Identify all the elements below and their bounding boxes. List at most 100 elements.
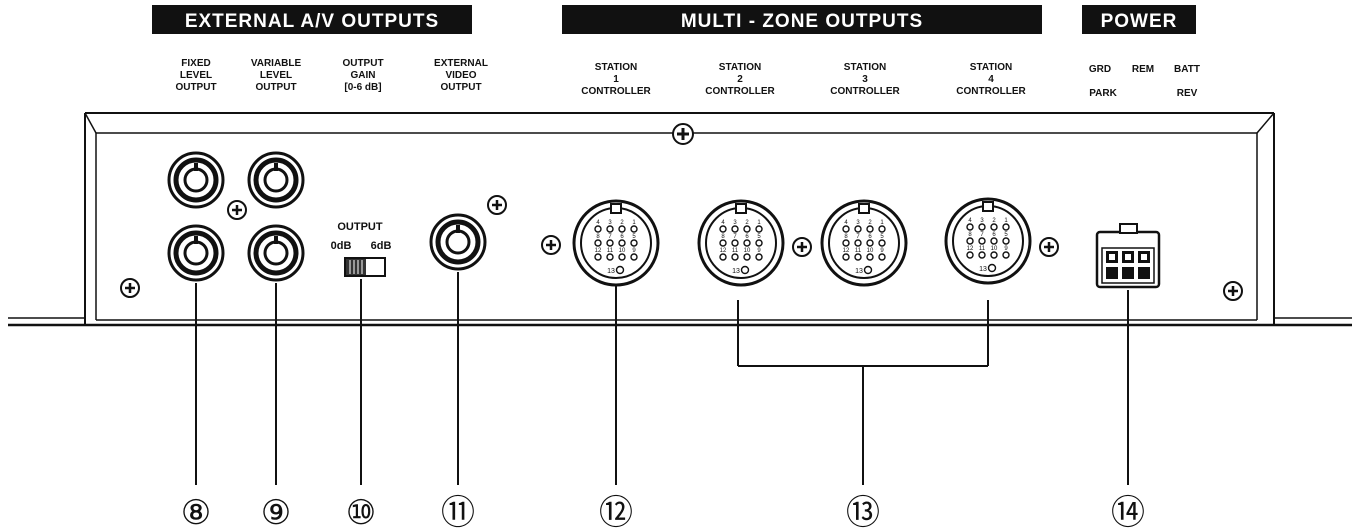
svg-text:CONTROLLER: CONTROLLER xyxy=(581,86,651,97)
din-pin-label: 1 xyxy=(1004,218,1008,224)
din-pin-label: 11 xyxy=(607,248,614,254)
din-pin-label: 1 xyxy=(632,220,636,226)
din-pin-label: 8 xyxy=(968,232,972,238)
din-pin-label: 12 xyxy=(595,248,602,254)
din-pin xyxy=(966,251,974,259)
header-external-av-text: EXTERNAL A/V OUTPUTS xyxy=(185,11,439,32)
din-pin xyxy=(594,253,602,261)
screw-icon xyxy=(541,235,561,255)
svg-text:FIXED: FIXED xyxy=(181,58,210,69)
leader-lines xyxy=(195,272,1129,485)
din-pin xyxy=(878,225,886,233)
din-pin xyxy=(719,253,727,261)
rca-jack-fixed-top[interactable] xyxy=(167,151,225,209)
din-pin-label: 9 xyxy=(757,248,761,254)
svg-text:3: 3 xyxy=(862,74,868,85)
din-pin-label: 10 xyxy=(991,246,998,252)
din-pin-label: 7 xyxy=(733,234,737,240)
callout-12: ⑫ xyxy=(599,493,633,531)
din-pin xyxy=(978,237,986,245)
screw-icon xyxy=(672,123,694,145)
din-pin xyxy=(990,223,998,231)
din-pin-13-label: 13 xyxy=(979,266,987,273)
din-pin xyxy=(731,239,739,247)
din-pin-label: 8 xyxy=(596,234,600,240)
svg-text:[0-6 dB]: [0-6 dB] xyxy=(344,82,381,93)
din-pin xyxy=(606,253,614,261)
din-pin xyxy=(854,239,862,247)
svg-text:4: 4 xyxy=(988,74,994,85)
header-multi-zone: MULTI - ZONE OUTPUTS xyxy=(562,5,1042,34)
din-pin xyxy=(854,225,862,233)
svg-text:OUTPUT: OUTPUT xyxy=(440,82,481,93)
din-pin-label: 11 xyxy=(979,246,986,252)
svg-text:OUTPUT: OUTPUT xyxy=(255,82,296,93)
label-station-4: STATION 4 CONTROLLER xyxy=(956,62,1026,97)
din-pin-label: 5 xyxy=(757,234,761,240)
din-pin-label: 10 xyxy=(867,248,874,254)
din-pin-label: 12 xyxy=(720,248,727,254)
din-pin-13 xyxy=(863,265,873,275)
label-output-gain: OUTPUT GAIN [0-6 dB] xyxy=(342,58,383,93)
din-pin-label: 2 xyxy=(745,220,749,226)
din-pin-label: 5 xyxy=(632,234,636,240)
din-pin-label: 8 xyxy=(844,234,848,240)
svg-text:STATION: STATION xyxy=(719,62,761,73)
din-pin-13 xyxy=(987,263,997,273)
din-pin-13 xyxy=(740,265,750,275)
svg-text:STATION: STATION xyxy=(595,62,637,73)
rca-jack-video[interactable] xyxy=(429,213,487,271)
din-pin-label: 10 xyxy=(619,248,626,254)
din-pin-label: 12 xyxy=(843,248,850,254)
rca-jack-variable-bottom[interactable] xyxy=(247,224,305,282)
din-pin xyxy=(630,225,638,233)
din-pin xyxy=(618,225,626,233)
label-station-2: STATION 2 CONTROLLER xyxy=(705,62,775,97)
svg-text:1: 1 xyxy=(613,74,619,85)
svg-text:GAIN: GAIN xyxy=(351,70,376,81)
din-pin-label: 6 xyxy=(745,234,749,240)
din-pin xyxy=(966,223,974,231)
power-label-grd: GRD xyxy=(1089,64,1111,75)
svg-text:VIDEO: VIDEO xyxy=(445,70,476,81)
din-pin xyxy=(854,253,862,261)
power-connector[interactable] xyxy=(1095,223,1161,289)
rca-jack-variable-top[interactable] xyxy=(247,151,305,209)
header-power-text: POWER xyxy=(1101,11,1178,32)
label-station-1: STATION 1 CONTROLLER xyxy=(581,62,651,97)
callout-10: ⑩ xyxy=(346,493,376,531)
header-power: POWER xyxy=(1082,5,1196,34)
din-pin xyxy=(594,239,602,247)
svg-text:LEVEL: LEVEL xyxy=(180,70,212,81)
callout-14: ⑭ xyxy=(1111,493,1145,531)
din-pin xyxy=(755,253,763,261)
din-pin xyxy=(630,239,638,247)
din-pin xyxy=(1002,223,1010,231)
din-pin xyxy=(719,239,727,247)
din-pin xyxy=(1002,251,1010,259)
svg-text:LEVEL: LEVEL xyxy=(260,70,292,81)
din-pin-label: 5 xyxy=(880,234,884,240)
din-pin-label: 9 xyxy=(880,248,884,254)
din-pin xyxy=(606,239,614,247)
din-pin-label: 1 xyxy=(880,220,884,226)
gain-slide-switch[interactable] xyxy=(344,257,386,277)
svg-text:CONTROLLER: CONTROLLER xyxy=(956,86,1026,97)
header-external-av: EXTERNAL A/V OUTPUTS xyxy=(152,5,472,34)
svg-text:EXTERNAL: EXTERNAL xyxy=(434,58,488,69)
rca-jack-fixed-bottom[interactable] xyxy=(167,224,225,282)
svg-text:STATION: STATION xyxy=(844,62,886,73)
label-fixed-level-output: FIXED LEVEL OUTPUT xyxy=(175,58,216,93)
label-power-terminals: GRD REM BATT PARK REV xyxy=(1089,64,1200,99)
din-pin xyxy=(866,239,874,247)
din-pin-label: 6 xyxy=(620,234,624,240)
power-label-batt: BATT xyxy=(1174,64,1200,75)
din-pin xyxy=(731,225,739,233)
din-pin-label: 11 xyxy=(732,248,739,254)
screw-icon xyxy=(120,278,140,298)
